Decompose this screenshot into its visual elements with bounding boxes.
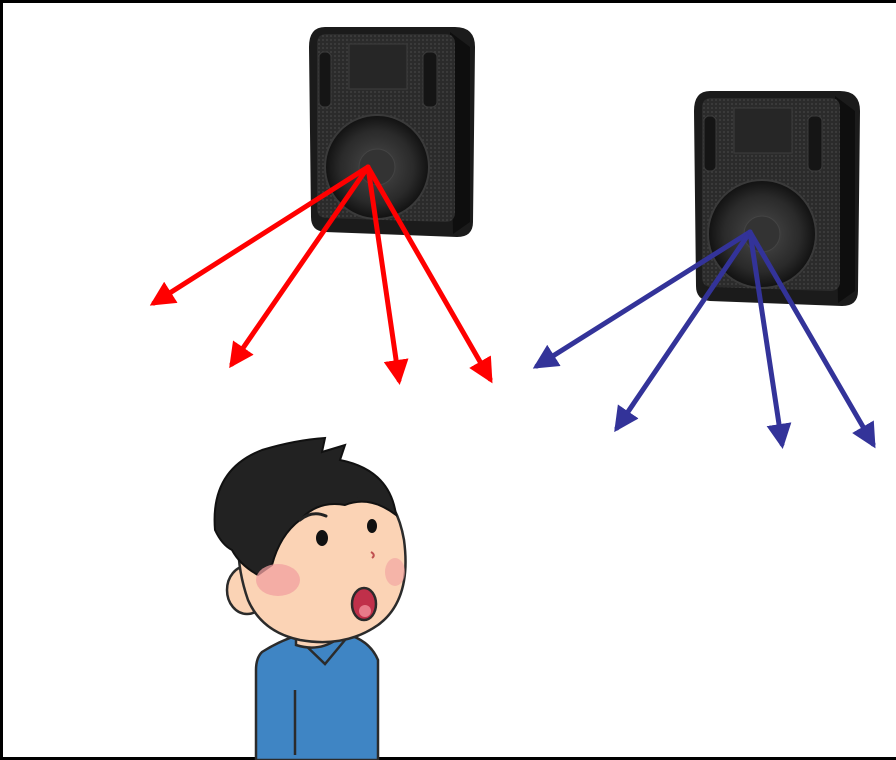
blue-arrow-2: [617, 232, 750, 428]
red-arrow-1: [154, 167, 368, 303]
red-arrow-2: [232, 167, 368, 364]
surprised-boy-icon: [215, 438, 406, 760]
